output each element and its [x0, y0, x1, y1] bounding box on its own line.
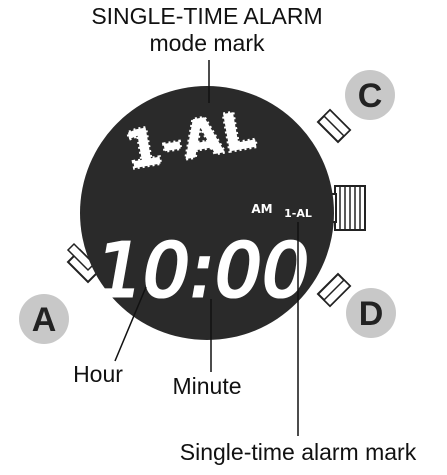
hour-label: Hour — [73, 361, 123, 387]
alarm-mark-label: Single-time alarm mark — [180, 439, 417, 465]
pusher-c — [316, 108, 352, 144]
mode-mark-label-line1: SINGLE-TIME ALARM — [91, 3, 322, 29]
minute-label: Minute — [172, 373, 241, 399]
watch-face — [80, 86, 334, 340]
button-a-badge: A — [19, 294, 69, 344]
button-c-circle — [345, 70, 395, 120]
button-d-letter: D — [359, 295, 384, 333]
hour-leader — [114, 286, 147, 362]
am-indicator: AM — [251, 202, 272, 216]
alarm-indicator: 1-AL — [284, 207, 312, 220]
button-a-circle — [19, 294, 69, 344]
pusher-d — [316, 272, 352, 308]
button-a-letter: A — [32, 301, 57, 339]
pusher-a — [66, 242, 102, 284]
button-c-badge: C — [345, 70, 395, 120]
button-d-circle — [346, 288, 396, 338]
mode-mark-label-line2: mode mark — [149, 30, 265, 56]
button-c-letter: C — [358, 77, 383, 115]
time-display: 10:00 — [88, 228, 316, 314]
button-d-badge: D — [346, 288, 396, 338]
